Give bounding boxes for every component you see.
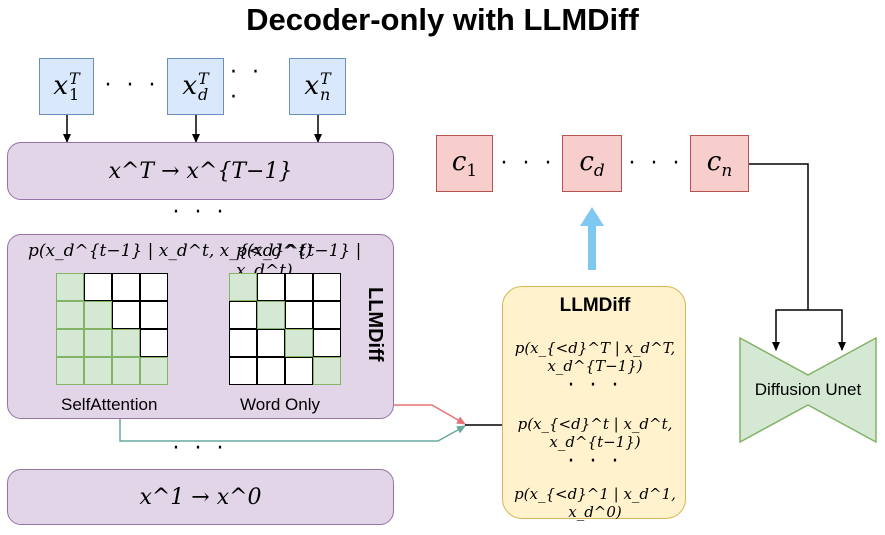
cd-symbol: c xyxy=(579,146,594,177)
selfattention-mask-grid xyxy=(56,273,168,385)
cn-symbol: c xyxy=(706,146,722,177)
wordonly-mask-cell xyxy=(257,301,285,329)
selfattention-mask-cell xyxy=(56,301,84,329)
wordonly-mask-grid xyxy=(229,273,341,385)
selfattention-mask-cell xyxy=(112,301,140,329)
wordonly-mask-cell xyxy=(313,357,341,385)
input-x1-symbol: x xyxy=(53,70,68,101)
arrow-unet-left xyxy=(772,309,808,351)
llmdiff-dots-2: · · · xyxy=(567,449,623,474)
selfattention-mask-cell xyxy=(84,273,112,301)
selfattention-mask-cell xyxy=(112,357,140,385)
input-xd-symbol: x xyxy=(182,70,197,101)
llmdiff-dots-1: · · · xyxy=(567,373,623,398)
c1-symbol: c xyxy=(451,146,467,177)
cd-box: cd xyxy=(562,135,622,192)
diagram-title: Decoder-only with LLMDiff xyxy=(246,2,639,37)
selfattention-caption: SelfAttention xyxy=(61,395,158,414)
input-dots-2: · · · xyxy=(230,60,263,110)
cn-sub: n xyxy=(721,160,733,181)
input-xd-sup: T xyxy=(198,68,209,88)
selfattention-mask-cell xyxy=(140,301,168,329)
middle-dots: · · · xyxy=(172,199,228,225)
wordonly-mask-cell xyxy=(229,357,257,385)
arrow-cn-to-unet xyxy=(749,163,809,310)
llm-side-label: LLMDiff xyxy=(364,287,386,362)
input-dots-1: · · · xyxy=(104,72,160,98)
wordonly-mask-cell xyxy=(229,329,257,357)
selfattention-mask-cell xyxy=(140,357,168,385)
wordonly-caption: Word Only xyxy=(240,395,320,414)
wordonly-mask-cell xyxy=(313,329,341,357)
selfattention-mask-cell xyxy=(56,273,84,301)
input-x1-sup: T xyxy=(69,68,80,88)
bottom-bar-formula: x^1 → x^0 xyxy=(139,484,262,510)
llm-block: p(x_d^{t−1} | x_d^t, x_{<d}^t) p(x_d^{t−… xyxy=(7,234,394,419)
wordonly-mask-cell xyxy=(257,273,285,301)
wordonly-mask-cell xyxy=(257,357,285,385)
wordonly-mask-cell xyxy=(229,301,257,329)
selfattention-mask-cell xyxy=(84,357,112,385)
llmdiff-title: LLMDiff xyxy=(559,295,631,316)
arrow-selfattention-to-llmdiff xyxy=(119,418,466,442)
llmdiff-formula-3: p(x_{<d}^1 | x_d^1, x_d^0) xyxy=(514,485,676,521)
wordonly-mask-cell xyxy=(313,273,341,301)
diffusion-unet-shape xyxy=(739,336,877,444)
selfattention-mask-cell xyxy=(112,273,140,301)
input-xn-sup: T xyxy=(320,68,331,88)
diffusion-unet-label: Diffusion Unet xyxy=(754,380,862,399)
llmdiff-formula-2: p(x_{<d}^t | x_d^t, x_d^{t−1}) xyxy=(517,415,673,451)
wordonly-mask-cell xyxy=(257,329,285,357)
wordonly-mask-cell xyxy=(285,273,313,301)
arrow-unet-right xyxy=(808,309,846,351)
top-bar-step: x^T → x^{T−1} xyxy=(7,142,394,200)
wordonly-mask-cell xyxy=(285,357,313,385)
cd-sub: d xyxy=(593,160,605,181)
c1-sub: 1 xyxy=(466,160,478,181)
input-xd-sub: d xyxy=(198,84,209,104)
top-bar-formula: x^T → x^{T−1} xyxy=(108,158,293,184)
selfattention-mask-cell xyxy=(56,329,84,357)
wordonly-mask-cell xyxy=(313,301,341,329)
bottom-bar-step: x^1 → x^0 xyxy=(7,469,394,525)
llmdiff-formula-1: p(x_{<d}^T | x_d^T, x_d^{T−1}) xyxy=(514,339,676,375)
cn-box: cn xyxy=(690,135,749,192)
wordonly-mask-cell xyxy=(285,301,313,329)
c-dots-1: · · · xyxy=(500,150,556,176)
selfattention-mask-cell xyxy=(84,301,112,329)
arrow-llmdiff-to-cd xyxy=(580,207,604,270)
c-dots-2: · · · xyxy=(628,150,684,176)
wordonly-mask-cell xyxy=(229,273,257,301)
llmdiff-box: LLMDiff p(x_{<d}^T | x_d^T, x_d^{T−1}) ·… xyxy=(502,286,686,521)
input-xn-symbol: x xyxy=(304,70,319,101)
selfattention-mask-cell xyxy=(112,329,140,357)
selfattention-mask-cell xyxy=(56,357,84,385)
input-x1-sub: 1 xyxy=(69,84,80,104)
wordonly-mask-cell xyxy=(285,329,313,357)
c1-box: c1 xyxy=(436,135,493,192)
selfattention-mask-cell xyxy=(140,273,168,301)
lower-dots: · · · xyxy=(172,435,228,461)
input-xn-sub: n xyxy=(320,84,331,104)
selfattention-mask-cell xyxy=(140,329,168,357)
selfattention-mask-cell xyxy=(84,329,112,357)
llm-left-formula: p(x_d^{t−1} | x_d^t, x_{<d}^t) xyxy=(28,241,313,261)
